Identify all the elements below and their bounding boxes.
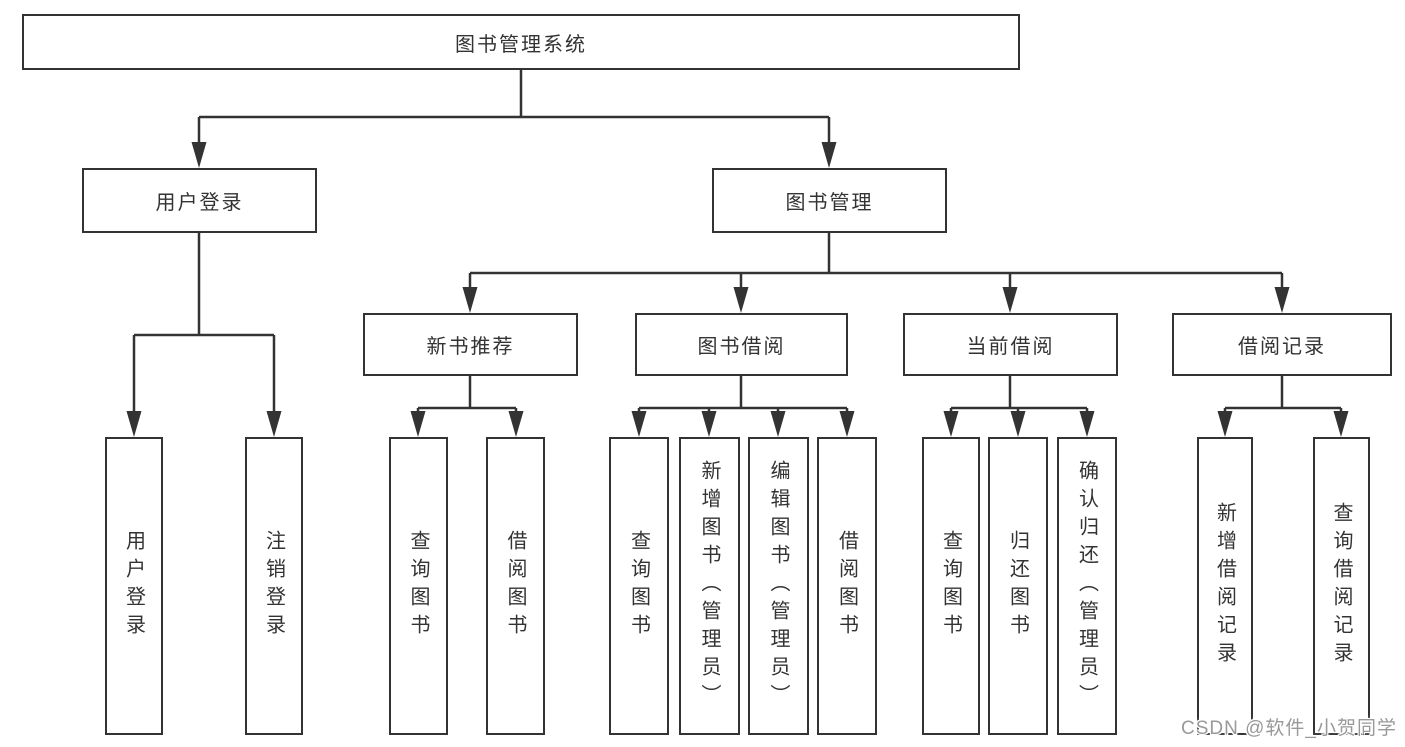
node-borrowing-records: 借阅记录 [1172,313,1392,376]
leaf-query-books: 查询图书 [389,437,448,735]
arrow-down-icon [701,411,717,437]
arrow-down-icon [839,411,855,437]
leaf-confirm-return-admin: 确认归还（管理员） [1057,437,1117,735]
leaf-label: 归还图书 [1006,530,1029,642]
connector-currentborrow-to-leaves [949,376,1089,413]
leaf-label: 编辑图书（管理员） [767,460,789,712]
arrow-down-icon [821,142,837,168]
leaf-label: 借阅图书 [835,530,858,642]
leaf-logout: 注销登录 [245,437,303,735]
node-current-borrowing: 当前借阅 [903,313,1118,376]
arrow-down-icon [733,287,749,313]
leaf-label: 用户登录 [122,530,145,642]
arrow-down-icon [631,411,647,437]
node-new-book-recommendation: 新书推荐 [363,313,578,376]
leaf-label: 查询借阅记录 [1330,502,1352,670]
connector-newbookrec-to-leaves [416,376,518,413]
arrowheads [126,142,1349,437]
leaf-label: 确认归还（管理员） [1075,460,1098,712]
node-user-login: 用户登录 [82,168,317,233]
arrow-down-icon [1274,287,1290,313]
leaf-query-books: 查询图书 [922,437,980,735]
connector-bookborrow-to-leaves [637,376,849,413]
leaf-add-borrow-record: 新增借阅记录 [1197,437,1253,735]
arrow-down-icon [508,411,524,437]
leaf-user-login: 用户登录 [105,437,163,735]
leaf-query-borrow-record: 查询借阅记录 [1313,437,1370,735]
arrow-down-icon [191,142,207,168]
leaf-label: 查询图书 [407,530,429,642]
arrow-down-icon [1333,411,1349,437]
leaf-add-books-admin: 新增图书（管理员） [679,437,740,735]
arrow-down-icon [1217,411,1233,437]
leaf-edit-books-admin: 编辑图书（管理员） [748,437,809,735]
arrow-down-icon [1010,411,1026,437]
node-book-management: 图书管理 [712,168,947,233]
leaf-label: 新增借阅记录 [1213,502,1236,670]
node-book-borrowing: 图书借阅 [635,313,848,376]
arrow-down-icon [943,411,959,437]
arrow-down-icon [462,287,478,313]
leaf-label: 借阅图书 [504,530,526,642]
leaf-label: 查询图书 [627,530,650,642]
leaf-return-books: 归还图书 [988,437,1048,735]
node-library-management-system: 图书管理系统 [22,14,1020,70]
arrow-down-icon [126,411,142,437]
arrow-down-icon [1002,287,1018,313]
arrow-down-icon [770,411,786,437]
csdn-watermark: CSDN @软件_小贺同学 [1181,718,1397,739]
connector-borrowrecords-to-leaves [1223,376,1343,413]
leaf-borrow-books: 借阅图书 [486,437,545,735]
arrow-down-icon [266,411,282,437]
arrow-down-icon [1079,411,1095,437]
connector-root-to-level2 [197,70,831,143]
connector-bookmgmt-to-level3 [468,233,1284,289]
leaf-query-books: 查询图书 [609,437,669,735]
leaf-label: 注销登录 [262,530,285,642]
arrow-down-icon [410,411,426,437]
leaf-borrow-books: 借阅图书 [817,437,877,735]
connector-userlogin-to-leaves [132,233,276,413]
leaf-label: 查询图书 [939,530,962,642]
leaf-label: 新增图书（管理员） [698,460,720,712]
